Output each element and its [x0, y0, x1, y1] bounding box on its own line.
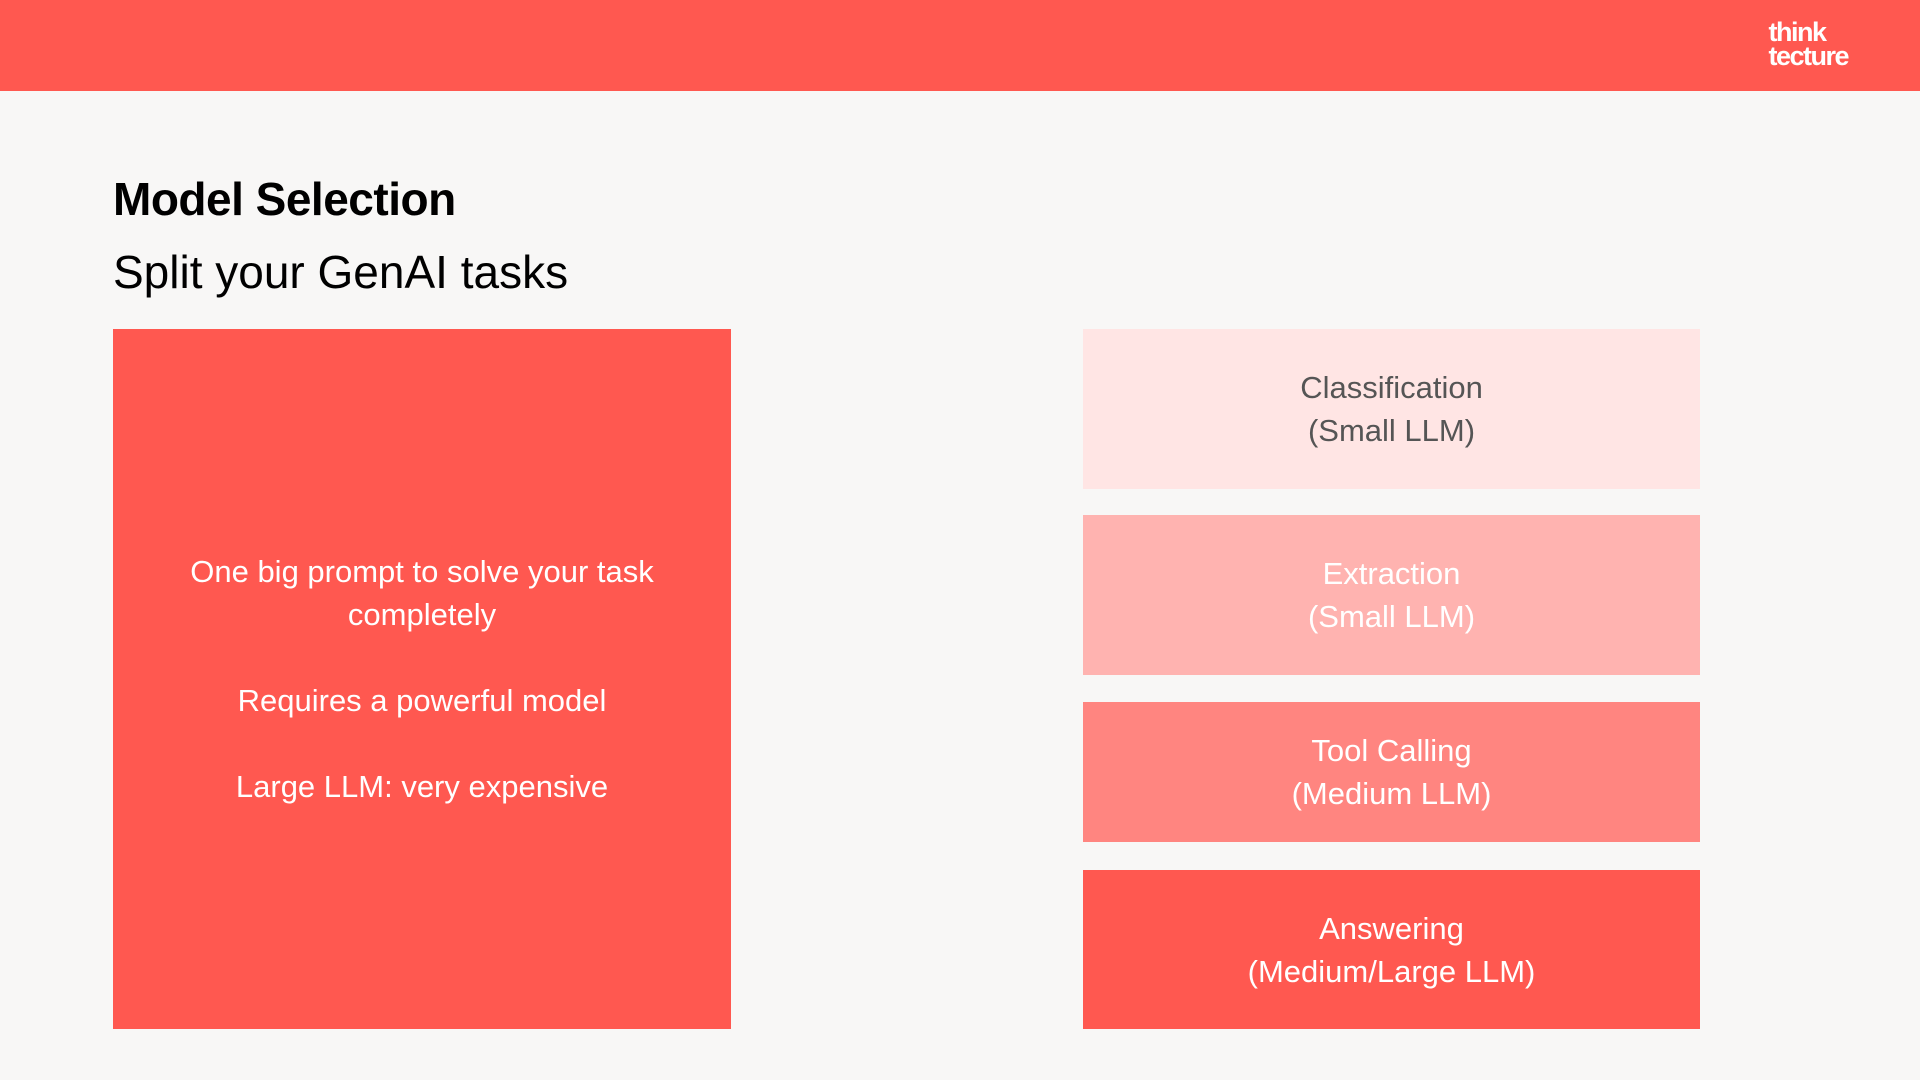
task-name: Answering: [1319, 910, 1464, 946]
task-name: Tool Calling: [1311, 733, 1472, 768]
logo-line-1: think: [1768, 17, 1826, 47]
task-box-answering: Answering (Medium/Large LLM): [1083, 870, 1700, 1029]
monolithic-prompt-box: One big prompt to solve your task comple…: [113, 329, 731, 1029]
monolith-line-1: One big prompt to solve your task comple…: [190, 554, 654, 632]
task-model: (Small LLM): [1307, 413, 1476, 448]
monolith-line-3: Large LLM: very expensive: [235, 769, 609, 804]
task-box-tool-calling: Tool Calling (Medium LLM): [1083, 702, 1700, 842]
task-name: Extraction: [1322, 556, 1461, 591]
thinktecture-logo: think tecture: [1768, 17, 1849, 71]
monolith-line-2: Requires a powerful model: [237, 683, 607, 718]
task-name: Classification: [1300, 370, 1483, 405]
logo-line-2: tecture: [1768, 41, 1849, 71]
task-box-extraction: Extraction (Small LLM): [1083, 515, 1700, 675]
header-bar: think tecture: [0, 0, 1920, 91]
task-model: (Small LLM): [1307, 599, 1476, 634]
task-model: (Medium/Large LLM): [1247, 953, 1536, 989]
task-model: (Medium LLM): [1291, 776, 1492, 811]
slide-subtitle: Split your GenAI tasks: [113, 246, 569, 298]
task-box-classification: Classification (Small LLM): [1083, 329, 1700, 489]
slide-title: Model Selection: [113, 173, 456, 225]
